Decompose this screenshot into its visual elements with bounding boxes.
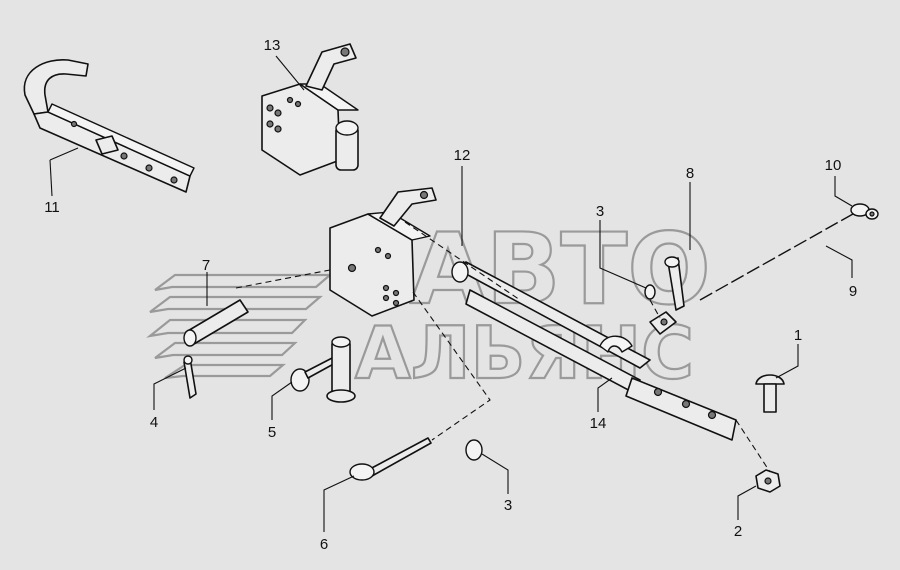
- assembly-line: [649, 299, 661, 319]
- leader-line: [323, 475, 355, 532]
- bolt-part: [755, 374, 785, 413]
- split-pin-part: [183, 355, 197, 399]
- mount-bracket-part: [261, 43, 359, 176]
- assembly-line: [404, 221, 521, 301]
- callout-2: 2: [734, 523, 742, 540]
- leader-line: [834, 176, 853, 207]
- upper-bracket-part: [329, 187, 437, 317]
- hook-bracket-part: [23, 59, 195, 193]
- leader-line: [271, 381, 293, 420]
- pin-part: [183, 299, 249, 347]
- callout-8: 8: [686, 165, 694, 182]
- leader-line: [737, 485, 757, 520]
- leader-line: [597, 377, 613, 412]
- callout-13: 13: [264, 37, 281, 54]
- leader-line: [775, 344, 799, 379]
- long-pin-part: [349, 437, 432, 481]
- hitch-pin-part: [326, 336, 356, 403]
- assembly-line: [412, 291, 491, 441]
- assembly-line: [735, 419, 771, 473]
- nut-part: [755, 469, 781, 493]
- safety-chain-part: [699, 203, 879, 301]
- leader-line: [49, 159, 53, 197]
- callout-4: 4: [150, 414, 158, 431]
- ring-pin-part: [290, 355, 340, 392]
- callout-11: 11: [44, 199, 60, 216]
- leader-line: [481, 453, 509, 494]
- leader-line: [49, 147, 79, 161]
- leader-line: [825, 245, 853, 278]
- callout-7: 7: [202, 257, 210, 274]
- callout-6: 6: [320, 536, 328, 553]
- leader-line: [275, 55, 305, 91]
- callout-3-lower: 3: [504, 497, 512, 514]
- callout-3-upper: 3: [596, 203, 604, 220]
- callout-1: 1: [794, 327, 802, 344]
- callout-5: 5: [268, 424, 276, 441]
- callout-12: 12: [454, 147, 471, 164]
- clip-pin-part: [649, 256, 685, 335]
- callout-10: 10: [825, 157, 842, 174]
- spring-ring-part: [465, 284, 656, 461]
- callout-14: 14: [590, 415, 607, 432]
- drawbar-part: [451, 261, 737, 441]
- leader-line: [599, 220, 647, 289]
- leader-line: [153, 367, 187, 410]
- callout-9: 9: [849, 283, 857, 300]
- watermark-logo: [146, 273, 333, 380]
- assembly-line: [235, 269, 331, 289]
